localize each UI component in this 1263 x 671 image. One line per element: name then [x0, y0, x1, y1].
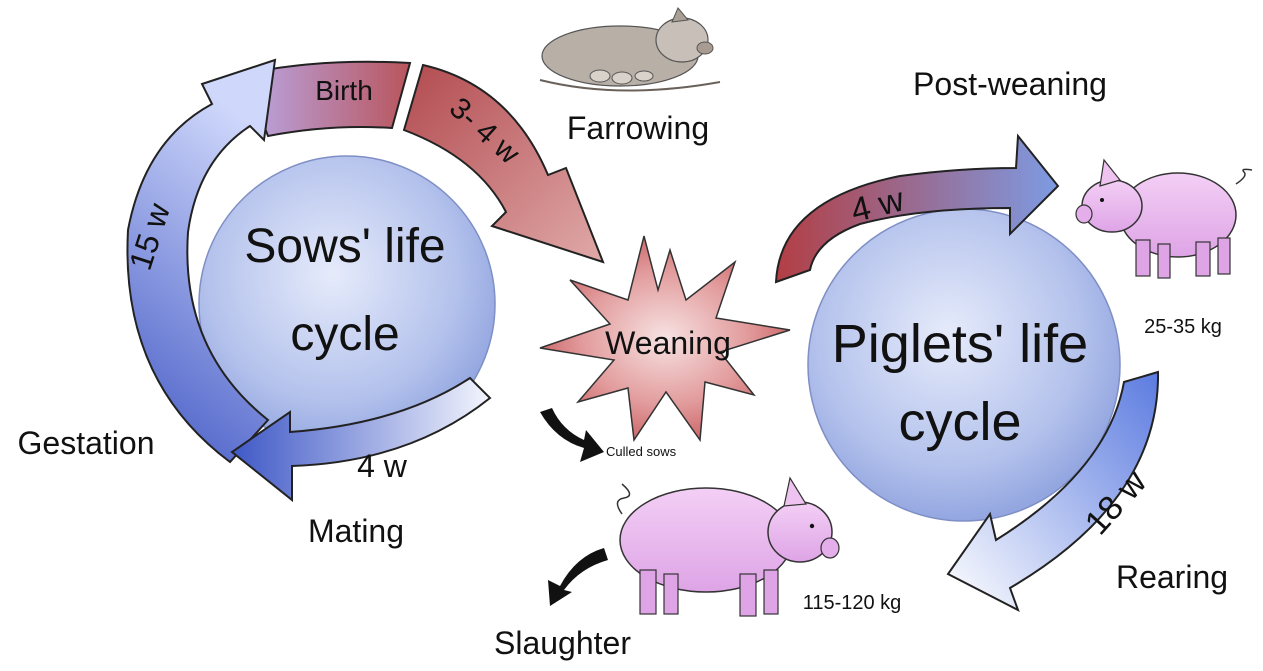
culled-sows-arrow: [540, 408, 604, 462]
post-weaning-weight-label: 25-35 kg: [1144, 316, 1222, 338]
gestation-label: Gestation: [18, 425, 155, 461]
mating-duration-label: 4 w: [357, 448, 408, 484]
post-weaning-label: Post-weaning: [913, 66, 1107, 102]
piglets-cycle-title-line2: cycle: [898, 392, 1021, 452]
piglets-cycle-title-line1: Piglets' life: [832, 314, 1088, 374]
rearing-weight-label: 115-120 kg: [803, 592, 902, 614]
culled-sows-label: Culled sows: [606, 444, 677, 459]
farrowing-label: Farrowing: [567, 110, 709, 146]
sows-cycle-title-line1: Sows' life: [244, 220, 445, 273]
farrowing-sow-illustration: [540, 8, 720, 91]
birth-label: Birth: [315, 75, 373, 106]
mating-label: Mating: [308, 513, 404, 549]
sows-cycle-title-line2: cycle: [290, 308, 399, 361]
rearing-label: Rearing: [1116, 559, 1228, 595]
post-weaning-pig-illustration: [1076, 160, 1252, 278]
slaughter-arrow: [548, 548, 608, 606]
weaning-label: Weaning: [605, 325, 731, 361]
slaughter-label: Slaughter: [494, 625, 631, 661]
